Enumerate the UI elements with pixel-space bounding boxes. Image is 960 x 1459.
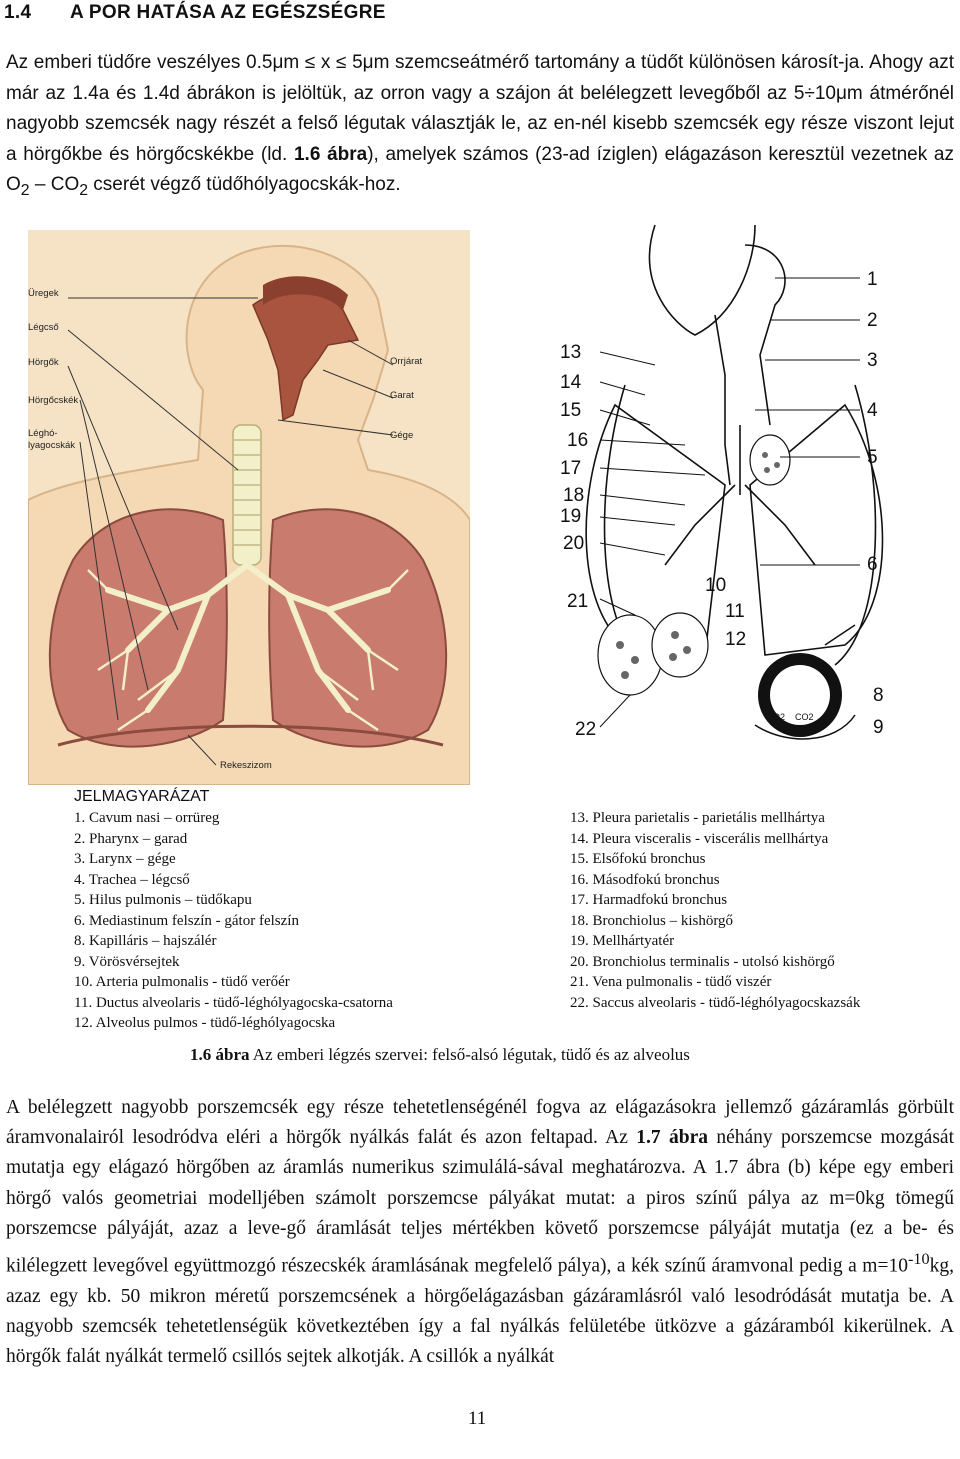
exponent: -10 [907, 1250, 930, 1269]
alveoli-cluster [597, 434, 791, 696]
label-leghólyagocskak-2: lyagocskák [28, 440, 75, 451]
legend-item: 20. Bronchiolus terminalis - utolsó kish… [570, 953, 835, 970]
gas-labels: O2 CO2 [773, 712, 814, 722]
body-paragraph: A belélegzett nagyobb porszemcsék egy ré… [6, 1093, 954, 1372]
legend-item: 2. Pharynx – garad [74, 830, 188, 847]
number-1: 1 [867, 269, 878, 290]
figure-caption: 1.6 ábra Az emberi légzés szervei: felső… [190, 1045, 690, 1065]
legend-left-column: 1. Cavum nasi – orrüreg 2. Pharynx – gar… [74, 808, 393, 1034]
legend-item: 21. Vena pulmonalis - tüdő viszér [570, 974, 772, 990]
figure-reference[interactable]: 1.6 ábra [293, 143, 368, 165]
label-uregek: Üregek [28, 288, 59, 299]
number-6: 6 [867, 554, 878, 575]
legend-item: 22. Saccus alveolaris - tüdő-léghólyagoc… [570, 994, 861, 1011]
number-20: 20 [563, 533, 584, 554]
legend-item: 15. Elsőfokú bronchus [570, 851, 706, 867]
label-horgok: Hörgők [28, 357, 59, 368]
body-text-1: A belélegzett nagyobb porszemcsék egy ré… [6, 1097, 954, 1149]
number-13: 13 [560, 342, 581, 363]
section-title: A POR HATÁSA AZ EGÉSZSÉGRE [70, 2, 386, 23]
section-heading: 1.4 A POR HATÁSA AZ EGÉSZSÉGRE [4, 2, 386, 24]
alveoli-texture [616, 452, 780, 679]
sinus [263, 276, 348, 310]
intro-text-3: – CO [29, 174, 80, 195]
bronchioles [87, 569, 409, 732]
number-leaders [599, 277, 860, 728]
legend-item: 14. Pleura visceralis - viscerális mellh… [570, 830, 829, 847]
label-horgocskek: Hörgőcskék [28, 395, 78, 406]
legend-item: 12. Alveolus pulmos - tüdő-léghólyagocsk… [74, 1015, 336, 1031]
number-labels: 1 2 3 4 5 6 8 9 13 14 15 16 17 18 19 20 … [560, 269, 884, 740]
legend-item: 4. Trachea – légcső [74, 871, 190, 888]
label-legcso: Légcső [28, 322, 59, 333]
legend-item: 16. Másodfokú bronchus [570, 871, 720, 888]
number-9: 9 [873, 717, 884, 738]
legend-item: 3. Larynx – gége [74, 851, 176, 867]
legend-item: 6. Mediastinum felszín - gátor felszín [74, 912, 299, 929]
label-rekeszizom: Rekeszizom [220, 760, 272, 771]
subscript-co2: 2 [79, 181, 89, 199]
legend-item: 11. Ductus alveolaris - tüdő-léghólyagoc… [74, 994, 393, 1011]
number-18: 18 [563, 485, 584, 506]
number-16: 16 [567, 430, 588, 451]
legend-item: 5. Hilus pulmonis – tüdőkapu [74, 892, 252, 908]
left-lung [268, 508, 448, 748]
respiratory-system-figure: Üregek Légcső Hörgők Hörgőcskék Léghó- l… [28, 230, 470, 785]
number-8: 8 [873, 685, 884, 706]
caption-label: 1.6 ábra [190, 1045, 250, 1064]
legend-title: JELMAGYARÁZAT [74, 788, 210, 805]
left-figure-labels: Üregek Légcső Hörgők Hörgőcskék Léghó- l… [28, 288, 423, 771]
diaphragm [57, 724, 444, 747]
body-text-2: néhány porszemcse mozgását mutatja egy e… [6, 1127, 954, 1277]
number-17: 17 [560, 458, 581, 479]
legend-item: 10. Arteria pulmonalis - tüdő verőér [74, 974, 290, 990]
legend-item: 1. Cavum nasi – orrüreg [74, 810, 220, 826]
intro-text-1: Az emberi tüdőre veszélyes 0.5μm ≤ x ≤ 5… [6, 52, 954, 165]
number-12: 12 [725, 629, 746, 650]
trachea [232, 424, 262, 566]
anatomy-line-drawing: O2 CO2 1 2 3 4 5 6 8 9 13 14 15 16 17 18 [560, 225, 884, 740]
legend-item: 17. Harmadfokú bronchus [570, 892, 728, 908]
legend-item: 18. Bronchiolus – kishörgő [570, 912, 734, 929]
number-2: 2 [867, 310, 878, 331]
trachea-rings [234, 439, 260, 546]
number-10: 10 [705, 575, 726, 596]
caption-text: Az emberi légzés szervei: felső-alsó lég… [249, 1045, 690, 1064]
outline-drawing [585, 225, 884, 666]
number-5: 5 [867, 447, 878, 468]
intro-text-2: ), amelyek számos (23-ad íziglen) elágaz… [6, 143, 954, 196]
page-number: 11 [468, 1408, 487, 1429]
label-leghólyagocskak-1: Léghó- [28, 428, 58, 439]
capillary-network [754, 624, 856, 740]
number-15: 15 [560, 400, 581, 421]
bronchial-tree [105, 562, 391, 713]
legend-item: 8. Kapilláris – hajszálér [74, 933, 217, 949]
legend-right-column: 13. Pleura parietalis - parietális mellh… [570, 808, 860, 1013]
number-3: 3 [867, 350, 878, 371]
section-number: 1.4 [4, 2, 32, 23]
number-11: 11 [725, 601, 745, 622]
body-text-3: kg, azaz egy kb. 50 mikron méretű porsze… [6, 1255, 954, 1368]
figure-reference-1-7[interactable]: 1.7 ábra [636, 1127, 709, 1149]
number-14: 14 [560, 372, 582, 393]
number-4: 4 [867, 400, 878, 421]
alveolus-lumen [770, 665, 830, 725]
legend-item: 13. Pleura parietalis - parietális mellh… [570, 810, 825, 826]
label-orrjarat: Orrjárat [390, 356, 423, 367]
number-19: 19 [560, 506, 581, 527]
right-lung [48, 508, 228, 748]
number-21: 21 [567, 591, 588, 612]
legend-item: 9. Vörösvérsejtek [74, 953, 180, 970]
label-gege: Gége [390, 430, 413, 441]
subscript-o2: 2 [20, 181, 30, 199]
label-garat: Garat [390, 390, 414, 401]
number-22: 22 [575, 719, 596, 740]
legend-item: 19. Mellhártyatér [570, 933, 675, 949]
label-leaders [67, 297, 394, 766]
label-o2: O2 [773, 712, 785, 722]
label-co2: CO2 [795, 712, 814, 722]
intro-text-4: cserét végző tüdőhólyagocskák-hoz. [88, 174, 401, 195]
intro-paragraph: Az emberi tüdőre veszélyes 0.5μm ≤ x ≤ 5… [6, 48, 954, 206]
